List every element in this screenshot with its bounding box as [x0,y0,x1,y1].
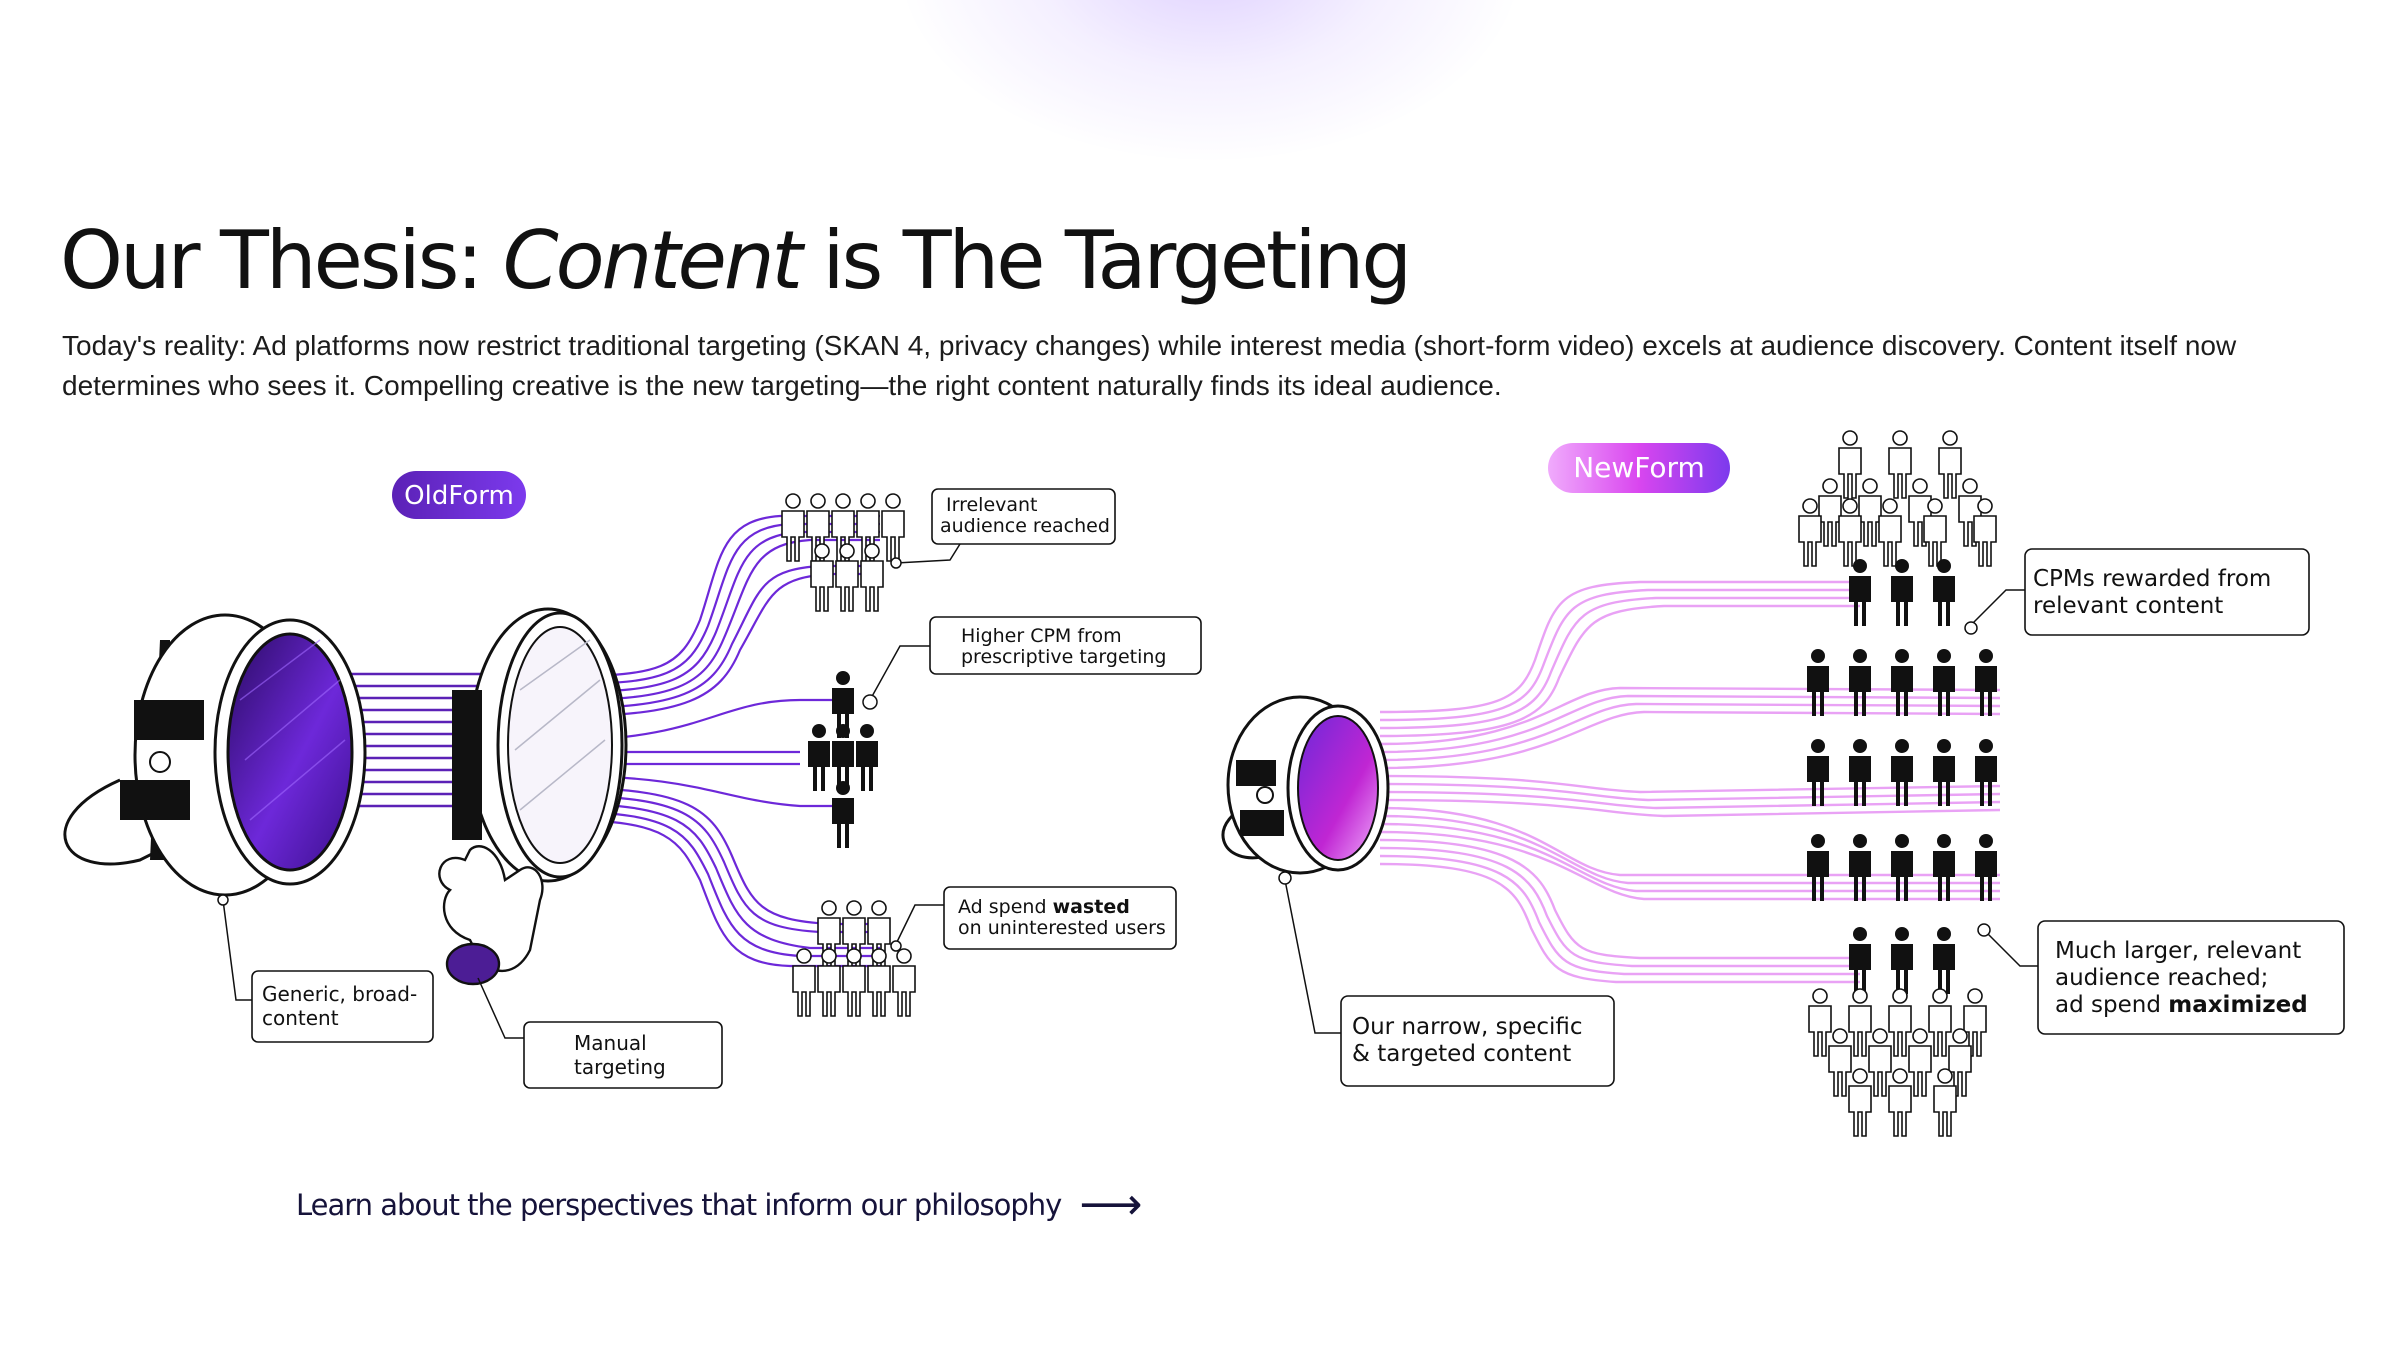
hand-illustration [438,845,544,986]
callout-manual-targeting: Manual targeting [477,977,723,1089]
new-audience-outline-top [1798,430,1997,567]
svg-text:audience reached: audience reached [940,515,1110,537]
svg-text:audience reached;: audience reached; [2055,965,2268,991]
new-form-diagram: NewForm CPMs rewarded from relevant cont… [1221,430,2345,1137]
svg-text:CPMs rewarded from: CPMs rewarded from [2033,566,2271,592]
new-audience-outline-bottom [1808,988,1987,1137]
oldform-pill: OldForm [392,471,526,519]
svg-text:Our narrow, specific: Our narrow, specific [1352,1014,1583,1040]
newform-pill: NewForm [1548,443,1730,493]
svg-text:& targeted content: & targeted content [1352,1041,1571,1067]
targeted-content-lens [1221,695,1390,875]
svg-text:prescriptive targeting: prescriptive targeting [961,646,1167,668]
svg-text:Irrelevant: Irrelevant [946,494,1038,516]
callout-generic-content: Generic, broad- content [217,894,434,1043]
svg-text:Manual: Manual [574,1031,647,1055]
svg-text:relevant content: relevant content [2033,593,2223,619]
manual-targeting-lens [452,607,628,883]
old-audience-top [781,493,905,612]
callout-ad-spend: Ad spend wasted on uninterested users [890,886,1177,952]
svg-text:targeting: targeting [574,1055,666,1079]
svg-text:content: content [262,1006,339,1030]
svg-text:Much larger, relevant: Much larger, relevant [2055,938,2301,964]
svg-text:ad spend maximized: ad spend maximized [2055,992,2308,1018]
callout-higher-cpm: Higher CPM from prescriptive targeting [862,616,1202,710]
old-form-diagram: OldForm Irrelevant audience reached High… [63,471,1202,1089]
learn-more-link[interactable]: Learn about the perspectives that inform… [296,1179,1142,1230]
callout-narrow-content: Our narrow, specific & targeted content [1278,871,1615,1087]
old-branch-lines [564,514,880,968]
new-branch-lines [1379,580,2001,984]
old-audience-bottom [792,900,916,1017]
svg-text:Ad spend wasted: Ad spend wasted [958,896,1130,918]
newform-pill-label: NewForm [1573,451,1705,484]
arrow-right-icon: ⟶ [1079,1179,1142,1230]
learn-more-label: Learn about the perspectives that inform… [296,1188,1062,1222]
callout-irrelevant: Irrelevant audience reached [890,488,1116,569]
page-title: Our Thesis: Content is The Targeting [60,214,1412,307]
svg-text:on uninterested users: on uninterested users [958,917,1166,939]
oldform-pill-label: OldForm [404,481,514,511]
callout-cpms-rewarded: CPMs rewarded from relevant content [1964,548,2310,636]
callout-much-larger: Much larger, relevant audience reached; … [1977,920,2345,1035]
svg-text:Higher CPM from: Higher CPM from [961,625,1122,647]
intro-paragraph: Today's reality: Ad platforms now restri… [62,330,2237,401]
generic-content-lens [63,613,367,897]
svg-text:Generic, broad-: Generic, broad- [262,982,417,1006]
